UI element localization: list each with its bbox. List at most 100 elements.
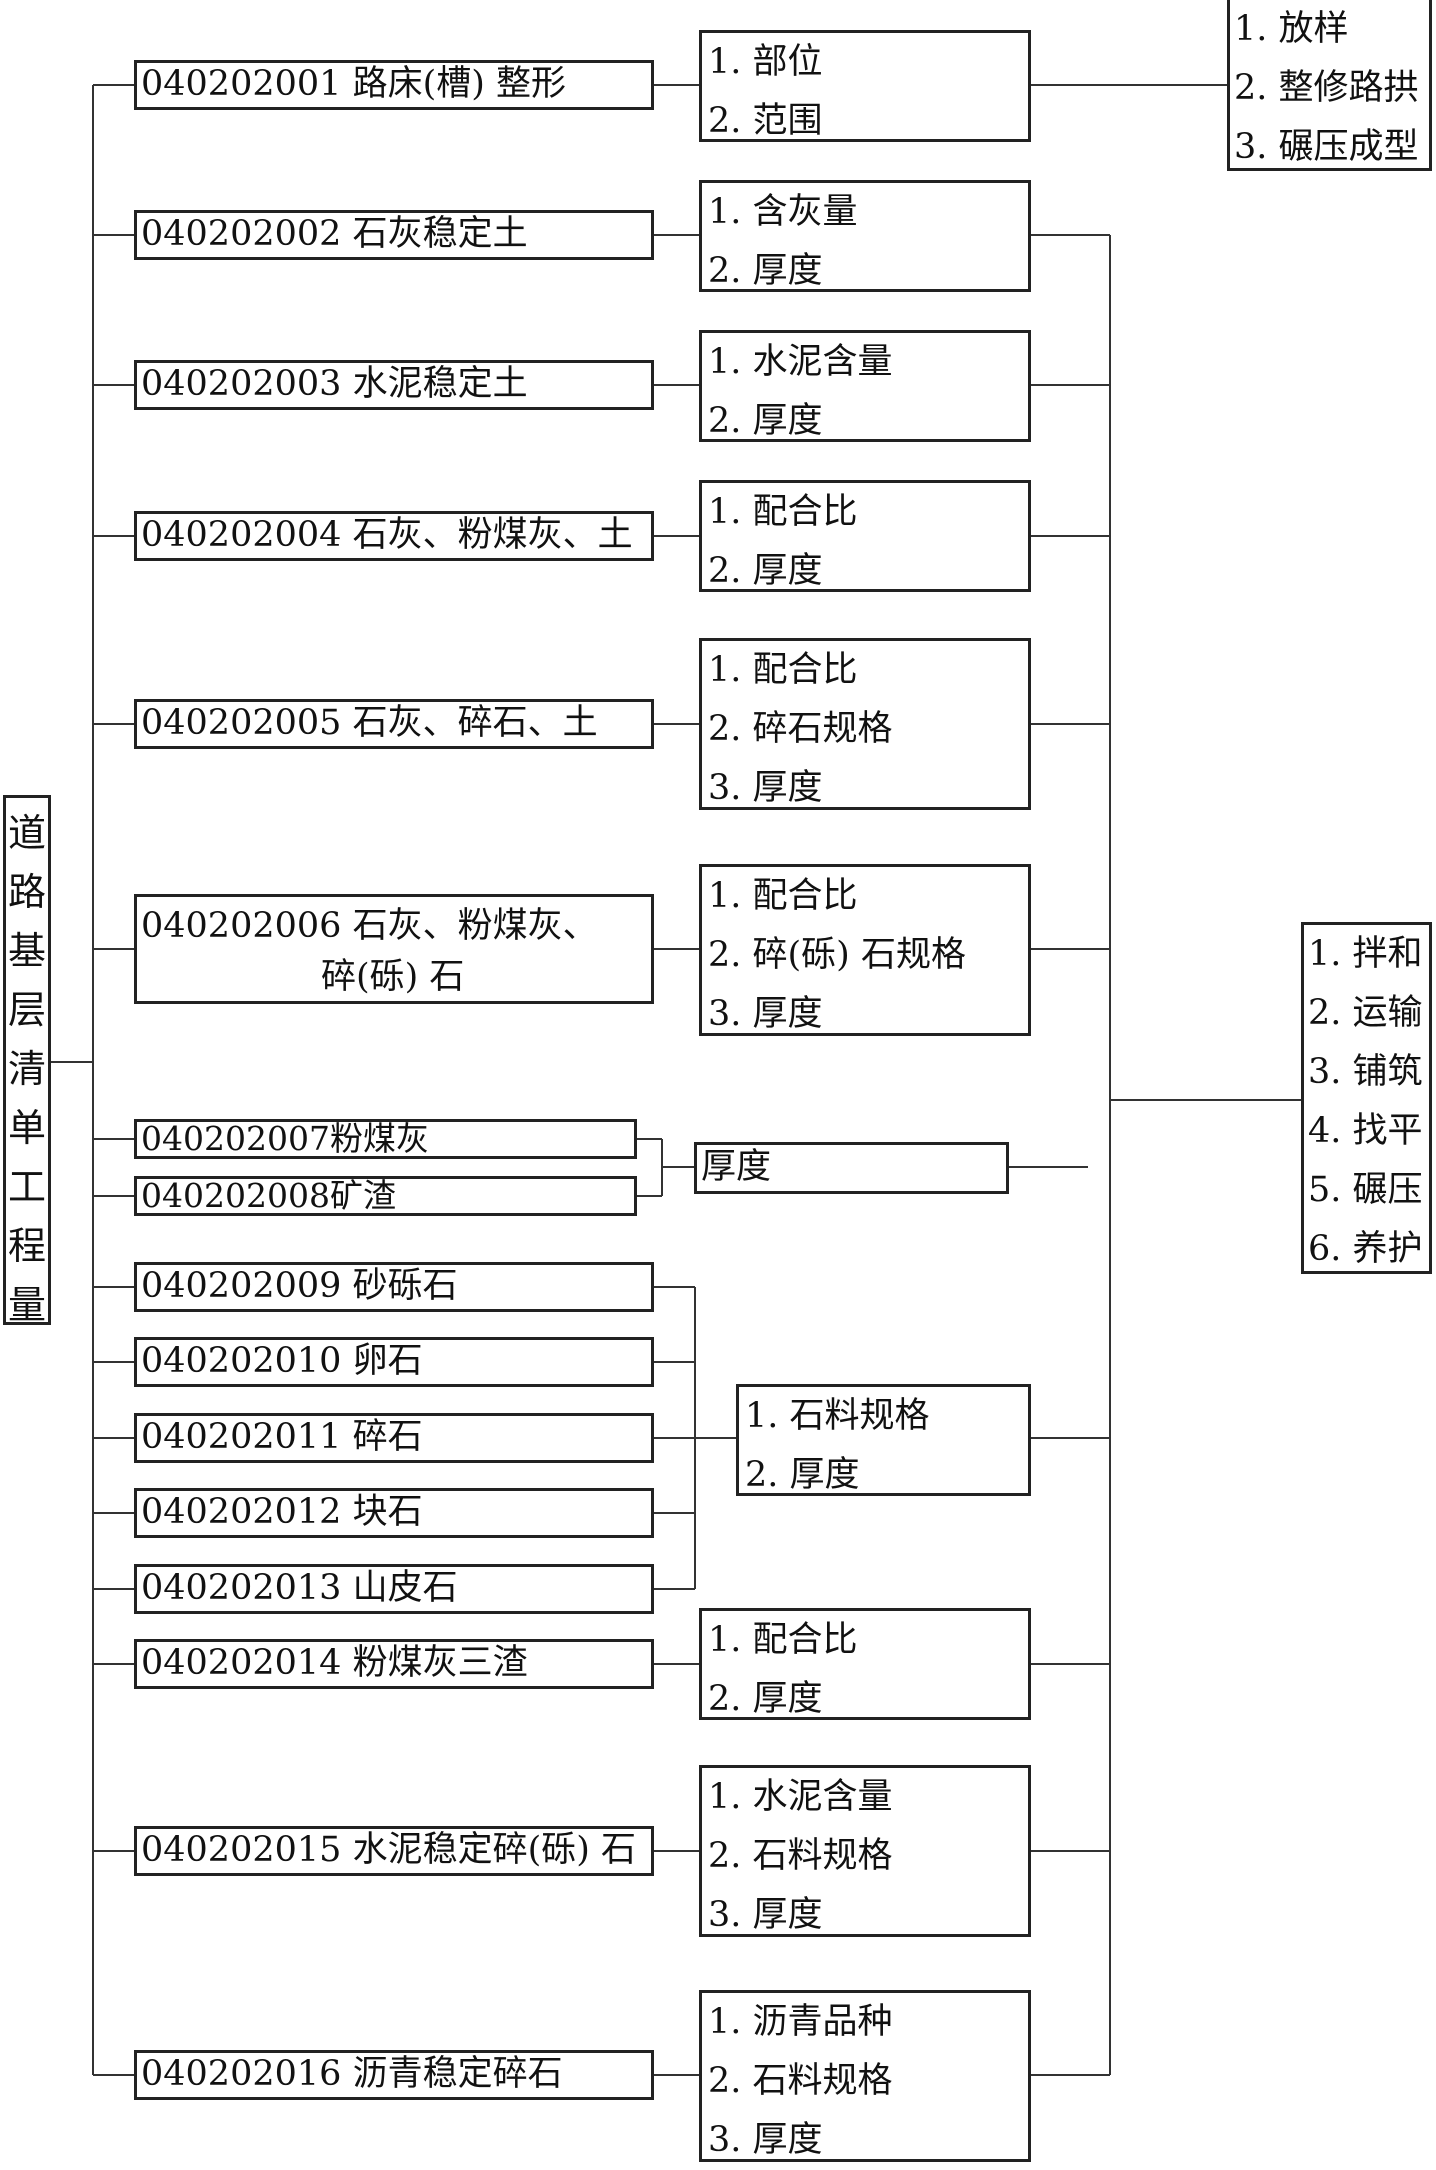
root-label-char: 层 xyxy=(7,988,46,1032)
attr-line: 3. 厚度 xyxy=(708,2120,823,2160)
work-line: 4. 找平 xyxy=(1308,1111,1423,1151)
work-line: 5. 碾压 xyxy=(1308,1170,1423,1210)
item-040202004: 040202004 石灰、粉煤灰、土 xyxy=(134,511,654,561)
item-name: 碎石 xyxy=(352,1417,423,1457)
item-code: 040202008 xyxy=(141,1176,330,1215)
attr-line: 3. 厚度 xyxy=(708,994,823,1034)
root-label-char: 程 xyxy=(7,1224,46,1268)
attr-line: 1. 配合比 xyxy=(708,492,858,532)
item-name: 水泥稳定碎(砾) 石 xyxy=(352,1830,636,1870)
item-name: 卵石 xyxy=(352,1341,423,1381)
attr-line: 2. 碎石规格 xyxy=(708,709,893,749)
item-name: 山皮石 xyxy=(352,1568,458,1608)
item-040202015: 040202015 水泥稳定碎(砾) 石 xyxy=(134,1826,654,1876)
item-name: 块石 xyxy=(352,1492,423,1532)
attr-line: 1. 配合比 xyxy=(708,1620,858,1660)
work-box-main: 1. 拌和 2. 运输 3. 铺筑 4. 找平 5. 碾压 6. 养护 xyxy=(1301,922,1432,1274)
item-040202007: 040202007粉煤灰 xyxy=(134,1119,637,1159)
attr-box-003: 1. 水泥含量 2. 厚度 xyxy=(699,330,1031,442)
root-label-char: 单 xyxy=(7,1106,46,1150)
item-name-line2: 碎(砾) 石 xyxy=(321,957,465,997)
item-040202008: 040202008矿渣 xyxy=(134,1176,637,1216)
item-name: 石灰、粉煤灰、土 xyxy=(352,515,633,555)
attr-line: 2. 厚度 xyxy=(708,401,823,441)
attr-box-016: 1. 沥青品种 2. 石料规格 3. 厚度 xyxy=(699,1990,1031,2162)
item-040202012: 040202012 块石 xyxy=(134,1488,654,1538)
work-box-top: 1. 放样 2. 整修路拱 3. 碾压成型 xyxy=(1227,0,1432,171)
item-040202006: 040202006 石灰、粉煤灰、 碎(砾) 石 xyxy=(134,894,654,1004)
attr-box-014: 1. 配合比 2. 厚度 xyxy=(699,1608,1031,1720)
item-040202003: 040202003 水泥稳定土 xyxy=(134,360,654,410)
item-code: 040202006 xyxy=(141,906,342,946)
item-name: 石灰、碎石、土 xyxy=(352,703,598,743)
attr-line: 1. 石料规格 xyxy=(745,1396,930,1436)
attr-box-005: 1. 配合比 2. 碎石规格 3. 厚度 xyxy=(699,638,1031,810)
root-label: 道路基层清单工程量 xyxy=(6,804,48,1335)
item-code: 040202002 xyxy=(141,214,342,254)
attr-box-002: 1. 含灰量 2. 厚度 xyxy=(699,180,1031,292)
attr-line: 1. 水泥含量 xyxy=(708,342,893,382)
item-name: 粉煤灰 xyxy=(329,1119,429,1158)
item-040202002: 040202002 石灰稳定土 xyxy=(134,210,654,260)
work-line: 2. 整修路拱 xyxy=(1234,68,1419,108)
item-name: 路床(槽) 整形 xyxy=(352,64,566,104)
attr-line: 2. 厚度 xyxy=(708,1679,823,1719)
item-name: 石灰、粉煤灰、 xyxy=(352,906,598,946)
work-line: 2. 运输 xyxy=(1308,993,1423,1033)
attr-line: 2. 厚度 xyxy=(708,551,823,591)
root-label-char: 道 xyxy=(7,811,46,855)
attr-line: 1. 配合比 xyxy=(708,876,858,916)
attr-box-006: 1. 配合比 2. 碎(砾) 石规格 3. 厚度 xyxy=(699,864,1031,1036)
root-box: 道路基层清单工程量 xyxy=(3,795,51,1327)
attr-box-007-008: 厚度 xyxy=(694,1142,1009,1194)
item-code: 040202015 xyxy=(141,1830,342,1870)
item-040202005: 040202005 石灰、碎石、土 xyxy=(134,699,654,749)
attr-line: 2. 石料规格 xyxy=(708,1836,893,1876)
item-code: 040202012 xyxy=(141,1492,342,1532)
item-040202001: 040202001 路床(槽) 整形 xyxy=(134,60,654,110)
attr-line: 2. 厚度 xyxy=(708,251,823,291)
item-name: 石灰稳定土 xyxy=(352,214,528,254)
item-code: 040202009 xyxy=(141,1266,342,1306)
attr-line: 3. 厚度 xyxy=(708,1895,823,1935)
attr-line: 2. 范围 xyxy=(708,101,823,141)
work-line: 1. 拌和 xyxy=(1308,934,1423,974)
attr-line: 厚度 xyxy=(701,1147,772,1187)
attr-line: 2. 石料规格 xyxy=(708,2061,893,2101)
attr-box-009-013: 1. 石料规格 2. 厚度 xyxy=(736,1384,1031,1496)
item-name: 砂砾石 xyxy=(352,1266,458,1306)
item-code: 040202001 xyxy=(141,64,342,104)
item-040202016: 040202016 沥青稳定碎石 xyxy=(134,2050,654,2100)
item-name: 粉煤灰三渣 xyxy=(352,1643,528,1683)
root-label-char: 清 xyxy=(7,1047,46,1091)
attr-line: 1. 含灰量 xyxy=(708,192,858,232)
attr-line: 3. 厚度 xyxy=(708,768,823,808)
attr-line: 2. 厚度 xyxy=(745,1455,860,1495)
item-040202011: 040202011 碎石 xyxy=(134,1413,654,1463)
attr-box-015: 1. 水泥含量 2. 石料规格 3. 厚度 xyxy=(699,1765,1031,1937)
item-name: 水泥稳定土 xyxy=(352,364,528,404)
item-040202013: 040202013 山皮石 xyxy=(134,1564,654,1614)
item-code: 040202010 xyxy=(141,1341,342,1381)
attr-line: 1. 部位 xyxy=(708,42,823,82)
attr-box-001: 1. 部位 2. 范围 xyxy=(699,30,1031,142)
attr-line: 1. 沥青品种 xyxy=(708,2002,893,2042)
attr-line: 1. 水泥含量 xyxy=(708,1777,893,1817)
item-code: 040202005 xyxy=(141,703,342,743)
root-label-char: 路 xyxy=(7,870,46,914)
work-line: 1. 放样 xyxy=(1234,9,1349,49)
attr-line: 1. 配合比 xyxy=(708,650,858,690)
item-040202009: 040202009 砂砾石 xyxy=(134,1262,654,1312)
item-code: 040202016 xyxy=(141,2054,342,2094)
item-040202014: 040202014 粉煤灰三渣 xyxy=(134,1639,654,1689)
root-label-char: 量 xyxy=(7,1283,46,1327)
item-name: 矿渣 xyxy=(329,1176,396,1215)
root-label-char: 基 xyxy=(7,929,46,973)
item-code: 040202003 xyxy=(141,364,342,404)
item-code: 040202011 xyxy=(141,1417,342,1457)
attr-box-004: 1. 配合比 2. 厚度 xyxy=(699,480,1031,592)
item-code: 040202007 xyxy=(141,1119,330,1158)
work-line: 6. 养护 xyxy=(1308,1229,1423,1269)
item-040202010: 040202010 卵石 xyxy=(134,1337,654,1387)
